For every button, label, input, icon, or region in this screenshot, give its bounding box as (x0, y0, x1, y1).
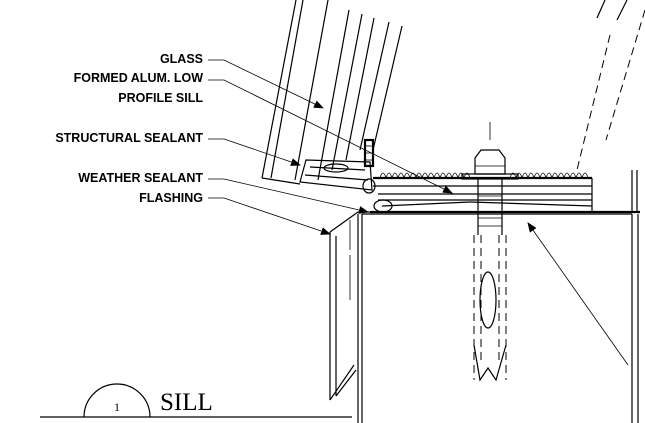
detail-title-text: SILL (160, 389, 213, 416)
label-formed-alum-sill-2: PROFILE SILL (118, 91, 203, 105)
callout-labels: GLASS FORMED ALUM. LOW PROFILE SILL STRU… (55, 52, 203, 205)
detail-number: 1 (114, 400, 120, 414)
sill-plate (370, 170, 640, 214)
concrete-substrate (357, 213, 639, 423)
leader-flashing (208, 197, 331, 235)
leader-weather-sealant (208, 178, 369, 214)
label-weather-sealant: WEATHER SEALANT (78, 171, 203, 185)
leader-sill (208, 79, 453, 194)
label-structural-sealant: STRUCTURAL SEALANT (55, 131, 203, 145)
detail-bubble (83, 383, 151, 418)
label-formed-alum-sill-1: FORMED ALUM. LOW (74, 71, 204, 85)
glass-panel (261, 0, 403, 185)
leader-glass (208, 59, 324, 109)
anchor-bolt (461, 122, 519, 382)
label-glass: GLASS (160, 52, 203, 66)
sill-frame (299, 138, 376, 194)
leader-structural-sealant (208, 138, 301, 166)
upper-right-glass (576, 0, 645, 171)
leader-right (527, 222, 629, 366)
flashing (329, 211, 370, 401)
leader-lines (208, 59, 629, 366)
detail-title: 1 SILL (40, 383, 352, 418)
label-flashing: FLASHING (139, 191, 203, 205)
